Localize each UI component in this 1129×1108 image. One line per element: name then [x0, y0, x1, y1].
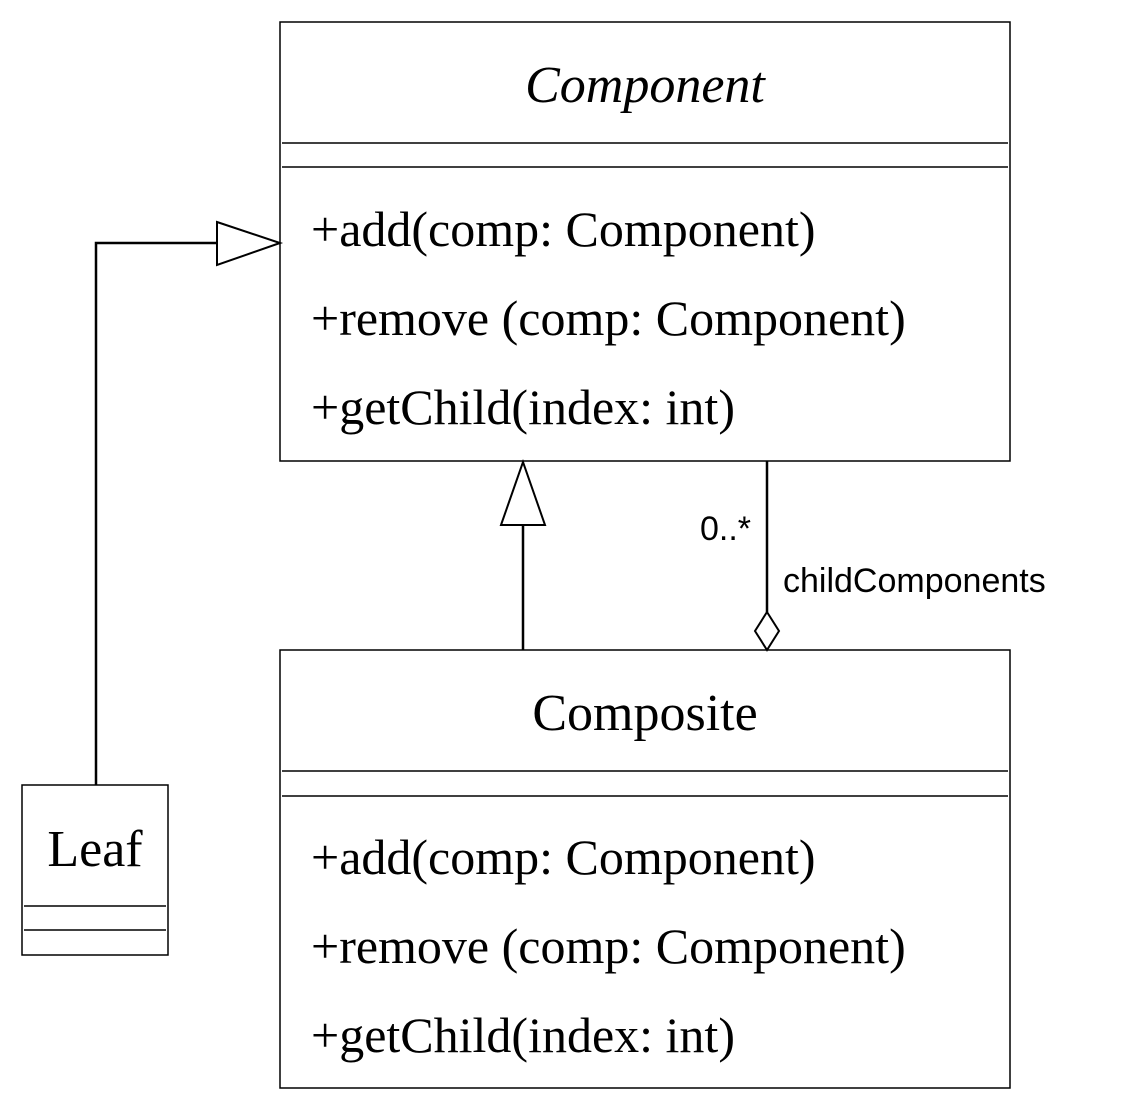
- class-composite-op-getchild: +getChild(index: int): [311, 1007, 735, 1063]
- class-composite: Composite +add(comp: Component) +remove …: [279, 649, 1011, 1089]
- class-leaf-name: Leaf: [47, 821, 143, 878]
- aggregation-multiplicity: 0..*: [700, 510, 751, 548]
- class-component: Component +add(comp: Component) +remove …: [279, 21, 1011, 462]
- class-component-box: [279, 21, 1011, 462]
- class-composite-box: [279, 649, 1011, 1089]
- generalization-composite-triangle-icon: [499, 458, 547, 526]
- generalization-leaf-line: [94, 241, 217, 785]
- class-composite-name: Composite: [532, 685, 757, 742]
- aggregation-child-components: 0..* childComponents: [700, 461, 1046, 652]
- class-component-op-add: +add(comp: Component): [311, 201, 816, 257]
- class-leaf-box: [21, 784, 169, 956]
- class-composite-op-remove: +remove (comp: Component): [311, 918, 906, 974]
- generalization-leaf-triangle-icon: [216, 220, 284, 267]
- class-composite-op-add: +add(comp: Component): [311, 829, 816, 885]
- class-leaf: Leaf: [21, 784, 169, 956]
- class-component-op-remove: +remove (comp: Component): [311, 290, 906, 346]
- aggregation-role: childComponents: [783, 562, 1046, 600]
- class-component-name: Component: [525, 57, 766, 114]
- class-component-op-getchild: +getChild(index: int): [311, 379, 735, 435]
- aggregation-diamond-icon: [753, 610, 781, 652]
- generalization-composite-component: [499, 458, 547, 650]
- generalization-leaf-component: [94, 220, 284, 785]
